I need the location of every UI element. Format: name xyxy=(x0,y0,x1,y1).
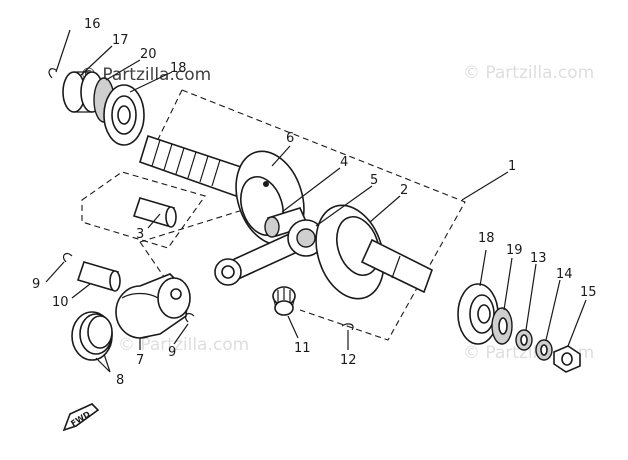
piston-rings-8 xyxy=(71,311,113,361)
key-12 xyxy=(341,323,354,331)
callout-15: 15 xyxy=(580,285,597,300)
crankshaft-right-2 xyxy=(315,204,433,300)
callout-2: 2 xyxy=(400,183,408,198)
callout-14: 14 xyxy=(556,267,573,282)
callout-3: 3 xyxy=(136,227,144,242)
washer-14 xyxy=(535,339,553,361)
callout-10: 10 xyxy=(52,295,69,310)
watermark: © Partzilla.com xyxy=(118,335,249,355)
callout-8: 8 xyxy=(116,373,124,388)
nut-15 xyxy=(553,345,581,373)
forward-arrow-icon: FWD xyxy=(62,403,100,432)
bearing-18-right xyxy=(457,283,499,345)
oil-seal-19 xyxy=(491,307,513,345)
bearing-18-left xyxy=(103,84,145,146)
callout-6: 6 xyxy=(286,131,294,146)
piston-pin-3 xyxy=(132,197,177,228)
watermark: © Partzilla.com xyxy=(463,63,594,83)
callout-5: 5 xyxy=(370,173,378,188)
washer-13 xyxy=(515,329,533,351)
callout-4: 4 xyxy=(340,155,348,170)
callout-11: 11 xyxy=(294,341,311,356)
callout-16: 16 xyxy=(84,17,101,32)
callout-13: 13 xyxy=(530,251,547,266)
callout-9-upper: 9 xyxy=(32,277,40,292)
piston-pin-10 xyxy=(76,261,121,292)
connecting-rod-5 xyxy=(214,219,325,286)
callout-9-lower: 9 xyxy=(168,345,176,360)
needle-bearing-11 xyxy=(272,286,296,316)
leader-lines xyxy=(45,29,587,373)
callout-1: 1 xyxy=(508,159,516,174)
callout-18-right: 18 xyxy=(478,231,495,246)
callout-18-left: 18 xyxy=(170,61,187,76)
callout-12: 12 xyxy=(340,353,357,368)
watermark: © Partzilla.com xyxy=(80,65,211,85)
callout-20: 20 xyxy=(140,47,157,62)
callout-19: 19 xyxy=(506,243,523,258)
circlip-16 xyxy=(48,68,57,79)
assembly-outline-pin-set xyxy=(81,171,206,249)
clip-9-upper xyxy=(62,252,73,263)
callout-17: 17 xyxy=(112,33,129,48)
piston-7 xyxy=(115,273,191,339)
callout-7: 7 xyxy=(136,353,144,368)
